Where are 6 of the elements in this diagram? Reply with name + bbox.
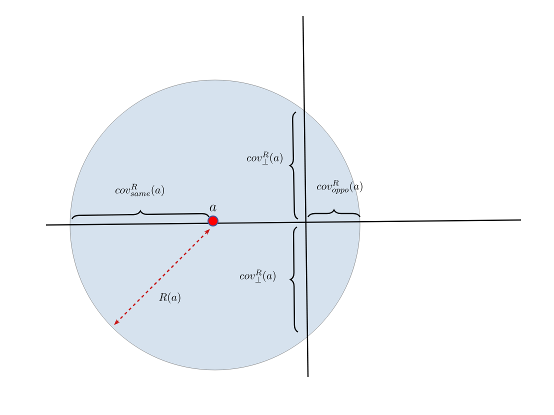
brace-label: $cov^R_{same}(a)$ — [115, 184, 164, 196]
brace-label: $cov^R_{\perp}(a)$ — [240, 270, 276, 282]
brace-label: $cov^R_{\perp}(a)$ — [246, 152, 282, 164]
radius-label: $R(a)$ — [159, 292, 180, 304]
point-label: $a$ — [210, 204, 216, 212]
brace-label: $cov^R_{oppo}(a)$ — [317, 180, 362, 194]
